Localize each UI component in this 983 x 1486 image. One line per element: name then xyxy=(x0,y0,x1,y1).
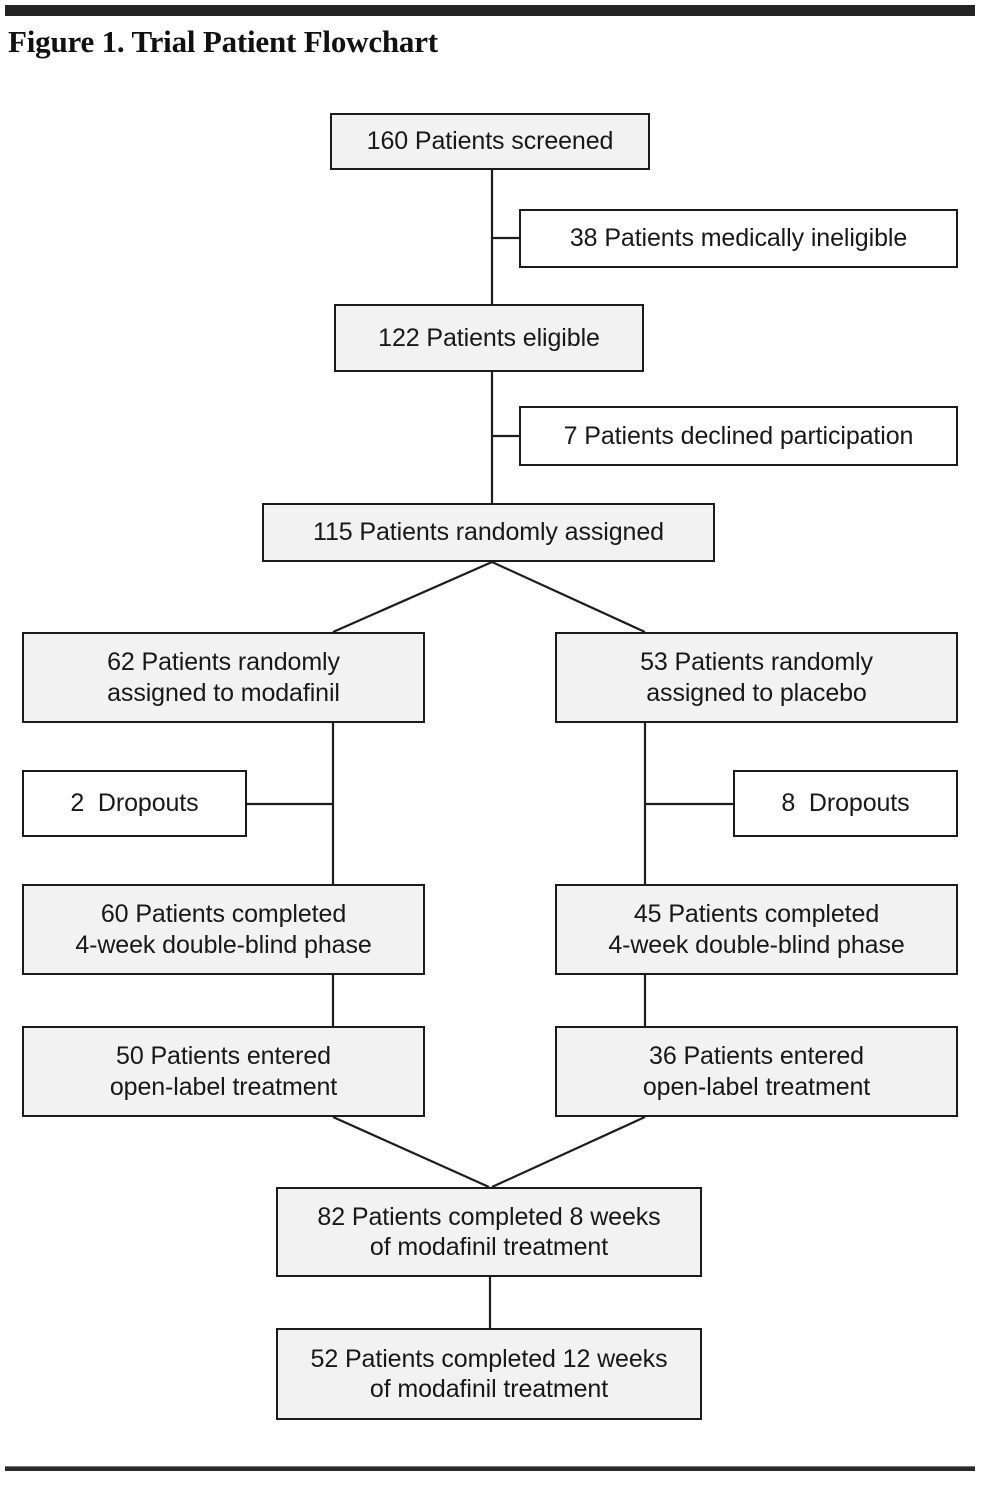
node-completed-12-weeks: 52 Patients completed 12 weeks of modafi… xyxy=(276,1328,702,1420)
top-rule-divider xyxy=(5,5,975,16)
node-completed-double-blind-modafinil-line2: 4-week double-blind phase xyxy=(75,930,372,959)
node-completed-double-blind-placebo: 45 Patients completed 4-week double-blin… xyxy=(555,884,958,975)
node-open-label-placebo-line2: open-label treatment xyxy=(642,1072,871,1101)
node-dropouts-placebo-line1: 8 Dropouts xyxy=(781,789,910,818)
node-screened: 160 Patients screened xyxy=(330,113,650,170)
node-completed-8-weeks: 82 Patients completed 8 weeks of modafin… xyxy=(276,1187,702,1277)
node-arm-placebo-line2: assigned to placebo xyxy=(646,678,867,707)
node-medically-ineligible: 38 Patients medically ineligible xyxy=(519,209,958,268)
node-completed-8-weeks-line1: 82 Patients completed 8 weeks xyxy=(317,1202,661,1231)
node-completed-12-weeks-line2: of modafinil treatment xyxy=(369,1375,609,1403)
node-open-label-modafinil-line1: 50 Patients entered xyxy=(116,1042,331,1070)
connector-randomized-to-placebo xyxy=(491,560,646,634)
node-completed-double-blind-modafinil: 60 Patients completed 4-week double-blin… xyxy=(22,884,425,975)
node-open-label-placebo: 36 Patients entered open-label treatment xyxy=(555,1026,958,1117)
node-arm-modafinil-line2: assigned to modafinil xyxy=(107,678,340,707)
node-eligible-line1: 122 Patients eligible xyxy=(378,323,600,352)
node-arm-placebo-line1: 53 Patients randomly xyxy=(640,648,873,676)
node-arm-placebo: 53 Patients randomly assigned to placebo xyxy=(555,632,958,723)
node-dropouts-placebo: 8 Dropouts xyxy=(733,770,958,837)
node-completed-8-weeks-line2: of modafinil treatment xyxy=(369,1233,609,1261)
node-declined-participation: 7 Patients declined participation xyxy=(519,406,958,466)
node-open-label-modafinil: 50 Patients entered open-label treatment xyxy=(22,1026,425,1117)
connector-openlabel-right-to-8wk xyxy=(491,1115,646,1189)
node-open-label-placebo-line1: 36 Patients entered xyxy=(649,1042,864,1070)
node-completed-double-blind-modafinil-line1: 60 Patients completed xyxy=(100,900,347,928)
node-randomly-assigned: 115 Patients randomly assigned xyxy=(262,503,715,562)
node-declined-participation-line1: 7 Patients declined participation xyxy=(563,421,914,450)
node-medically-ineligible-line1: 38 Patients medically ineligible xyxy=(569,224,908,253)
node-dropouts-modafinil: 2 Dropouts xyxy=(22,770,247,837)
node-arm-modafinil: 62 Patients randomly assigned to modafin… xyxy=(22,632,425,723)
node-dropouts-modafinil-line1: 2 Dropouts xyxy=(70,789,199,818)
node-completed-12-weeks-line1: 52 Patients completed 12 weeks xyxy=(310,1344,668,1373)
bottom-rule-divider xyxy=(5,1466,975,1471)
node-randomly-assigned-line1: 115 Patients randomly assigned xyxy=(313,518,664,547)
node-screened-line1: 160 Patients screened xyxy=(366,127,614,156)
node-arm-modafinil-line1: 62 Patients randomly xyxy=(107,648,340,676)
node-completed-double-blind-placebo-line2: 4-week double-blind phase xyxy=(608,930,905,959)
connector-randomized-to-modafinil xyxy=(332,560,493,634)
node-open-label-modafinil-line2: open-label treatment xyxy=(109,1072,338,1101)
figure-title: Figure 1. Trial Patient Flowchart xyxy=(8,24,438,59)
connector-openlabel-left-to-8wk xyxy=(332,1115,490,1189)
node-completed-double-blind-placebo-line1: 45 Patients completed xyxy=(633,900,880,928)
node-eligible: 122 Patients eligible xyxy=(334,304,644,372)
